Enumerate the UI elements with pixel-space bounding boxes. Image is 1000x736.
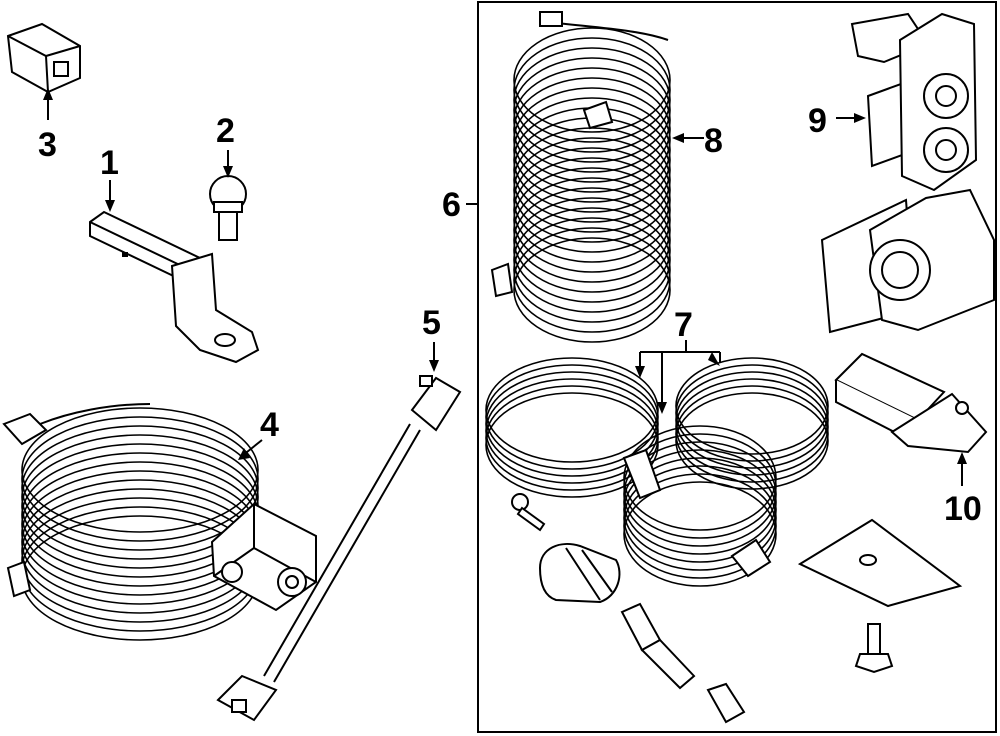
coil-8-loop xyxy=(513,77,671,183)
small-bolt xyxy=(511,493,546,532)
coil-8-loop xyxy=(513,27,671,133)
arrow-7a xyxy=(635,366,645,378)
coil-4-loop xyxy=(21,434,259,560)
coil-8-loop xyxy=(513,117,671,223)
arrow-4 xyxy=(238,448,250,460)
callout-6: 6 xyxy=(442,186,461,224)
coil-8-loop xyxy=(513,167,671,273)
arrow-3 xyxy=(43,88,53,100)
coil-8-loop xyxy=(513,127,671,233)
plug-housing xyxy=(538,543,621,604)
kit-frame xyxy=(477,1,997,733)
coil-7a-loop xyxy=(485,392,659,498)
sensor-connector xyxy=(620,602,746,724)
coil-4-loop xyxy=(21,416,259,542)
socket-housing[interactable] xyxy=(820,188,995,334)
part-2-hitch-ball[interactable] xyxy=(209,175,247,241)
part-5-wiring-harness[interactable] xyxy=(216,375,462,722)
callout-5: 5 xyxy=(422,304,441,342)
coil-4-loop xyxy=(21,407,259,533)
callout-1: 1 xyxy=(100,144,119,182)
leader-7 xyxy=(639,340,721,410)
arrow-7c xyxy=(708,352,720,366)
callout-3: 3 xyxy=(38,126,57,164)
coil-8-loop xyxy=(513,187,671,293)
coil-8-loop xyxy=(513,37,671,143)
part-10-bracket-connector[interactable] xyxy=(834,352,988,454)
hex-bolt xyxy=(854,623,894,674)
arrow-8 xyxy=(672,133,684,143)
coil-8-loop xyxy=(513,197,671,303)
arrow-5 xyxy=(429,360,439,372)
coil-8-loop xyxy=(513,157,671,263)
mounting-pad xyxy=(797,518,963,608)
arrow-2 xyxy=(223,166,233,178)
coil-8-loop xyxy=(513,47,671,153)
coil-7a-loop xyxy=(485,357,659,463)
callout-10: 10 xyxy=(944,490,982,528)
callout-8: 8 xyxy=(704,122,723,160)
coil-8-loop xyxy=(513,227,671,333)
coil-8-loop xyxy=(513,147,671,253)
coil-8-loop xyxy=(513,87,671,193)
coil-8-loop xyxy=(513,57,671,163)
coil-8-loop xyxy=(513,217,671,323)
coil-4-loop xyxy=(21,425,259,551)
part-3-connector-plug[interactable] xyxy=(6,22,81,94)
arrow-7b xyxy=(657,402,667,414)
coil-7c-loop xyxy=(623,481,777,587)
part-8-coiled-harness[interactable] xyxy=(490,11,671,343)
part-4-coiled-cable[interactable] xyxy=(2,403,317,641)
arrow-10 xyxy=(957,452,967,464)
callout-7: 7 xyxy=(674,306,693,344)
coil-8-loop xyxy=(513,207,671,313)
coil-8-loop xyxy=(513,177,671,283)
arrow-9 xyxy=(854,113,866,123)
callout-9: 9 xyxy=(808,102,827,140)
part-7-cable-coils[interactable] xyxy=(485,357,829,587)
arrow-1 xyxy=(105,200,115,212)
callout-2: 2 xyxy=(216,112,235,150)
coil-8-loop xyxy=(513,67,671,173)
coil-8-loop xyxy=(513,137,671,243)
coil-8-loop xyxy=(513,97,671,203)
coil-8-loop xyxy=(513,237,671,343)
part-9-seven-pin-socket[interactable] xyxy=(850,12,978,192)
part-1-hitch-drawbar[interactable] xyxy=(89,210,260,364)
callout-4: 4 xyxy=(260,406,279,444)
